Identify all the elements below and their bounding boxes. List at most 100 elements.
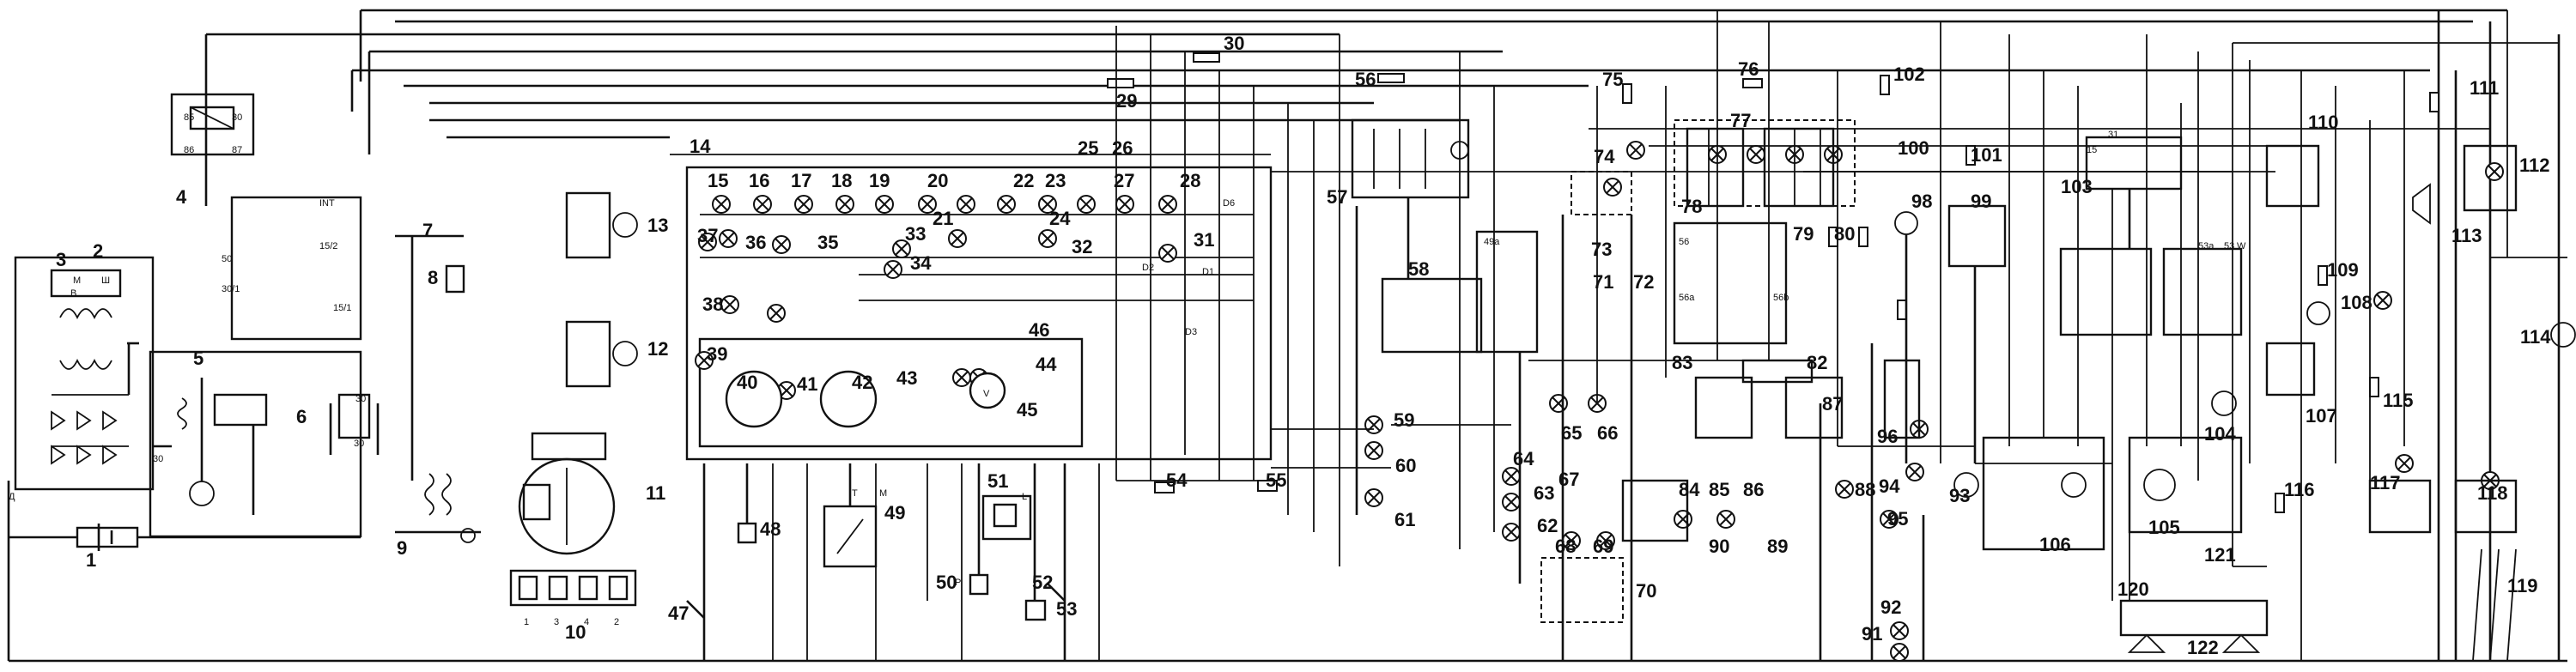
label-n40: 40 — [737, 372, 757, 393]
label-n34: 34 — [910, 252, 932, 274]
label-n78: 78 — [1681, 196, 1702, 217]
label-n88: 88 — [1855, 479, 1875, 500]
label-n50: 50 — [936, 572, 957, 593]
indicator-lamp-icon — [835, 195, 854, 214]
pin-label: M — [879, 488, 887, 499]
generator-assembly — [14, 256, 172, 491]
pin-label: 53 — [2224, 241, 2234, 251]
indicator-lamp-icon — [777, 381, 796, 400]
plug-number: 3 — [554, 617, 559, 627]
indicator-lamp-icon — [957, 195, 975, 214]
label-n46: 46 — [1029, 319, 1049, 341]
label-n1: 1 — [86, 549, 96, 571]
label-n86: 86 — [1743, 479, 1764, 500]
label-n35: 35 — [817, 232, 838, 253]
pin-label: 87 — [232, 145, 242, 155]
label-n12: 12 — [647, 338, 668, 360]
label-n121: 121 — [2204, 544, 2236, 566]
label-n2: 2 — [93, 240, 103, 262]
label-n61: 61 — [1394, 509, 1415, 530]
label-n56: 56 — [1355, 69, 1376, 90]
label-n42: 42 — [852, 372, 872, 393]
label-n49: 49 — [884, 502, 905, 524]
label-n47: 47 — [668, 602, 689, 624]
indicator-lamp-icon — [884, 260, 902, 279]
label-n69: 69 — [1593, 536, 1613, 557]
label-n75: 75 — [1602, 69, 1623, 90]
label-n91: 91 — [1862, 623, 1882, 645]
indicator-lamp-icon — [1880, 510, 1899, 529]
pin-label: 86 — [184, 145, 194, 155]
indicator-lamp-icon — [719, 229, 738, 248]
label-n92: 92 — [1880, 596, 1901, 618]
label-n83: 83 — [1672, 352, 1692, 373]
label-n73: 73 — [1591, 239, 1612, 260]
pump-104-105 — [2128, 390, 2243, 534]
indicator-lamp-icon — [695, 351, 714, 370]
label-n58: 58 — [1408, 258, 1429, 280]
label-n119: 119 — [2507, 575, 2538, 596]
label-n101: 101 — [1971, 144, 2002, 166]
gauge-40 — [725, 370, 783, 428]
indicator-lamp-icon — [1905, 463, 1924, 481]
indicator-lamp-icon — [1890, 643, 1909, 662]
indicator-lamp-icon — [1038, 229, 1057, 248]
motor-98-99 — [1894, 204, 2007, 463]
label-n82: 82 — [1807, 352, 1827, 373]
pin-label: 30 — [232, 112, 242, 123]
indicator-lamp-icon — [1502, 493, 1521, 512]
label-n76: 76 — [1738, 58, 1759, 80]
label-n3: 3 — [56, 249, 66, 270]
label-n52: 52 — [1032, 572, 1053, 593]
indicator-lamp-icon — [772, 235, 791, 254]
pin-label: 30 — [355, 394, 366, 404]
indicator-lamp-icon — [1596, 531, 1615, 550]
label-n115: 115 — [2383, 390, 2414, 411]
indicator-lamp-icon — [2395, 454, 2414, 473]
fuse-icon — [2318, 265, 2328, 286]
indicator-lamp-icon — [1364, 415, 1383, 434]
pin-label: D2 — [1142, 263, 1154, 273]
fuse-icon — [1880, 75, 1890, 95]
label-n72: 72 — [1633, 271, 1654, 293]
pin-label: D6 — [1223, 198, 1235, 209]
indicator-lamp-icon — [1364, 488, 1383, 507]
label-n77: 77 — [1730, 110, 1751, 131]
label-n51: 51 — [987, 470, 1008, 492]
switch-group-77 — [1674, 119, 1856, 208]
plug-number: 1 — [524, 617, 529, 627]
label-n27: 27 — [1114, 170, 1134, 191]
indicator-lamp-icon — [1502, 523, 1521, 542]
lamp-group-88-96 — [1819, 343, 1925, 661]
label-n43: 43 — [896, 367, 917, 389]
label-n71: 71 — [1593, 271, 1613, 293]
label-n84: 84 — [1679, 479, 1700, 500]
indicator-lamp-icon — [1674, 510, 1692, 529]
label-n10: 10 — [565, 621, 586, 643]
indicator-lamp-icon — [997, 195, 1016, 214]
label-n22: 22 — [1013, 170, 1034, 191]
indicator-lamp-icon — [1835, 480, 1854, 499]
pin-label: 30 — [153, 454, 163, 464]
pin-label: D1 — [1202, 267, 1214, 277]
gauge-42 — [819, 370, 878, 428]
label-n118: 118 — [2477, 482, 2508, 504]
label-n80: 80 — [1834, 223, 1855, 245]
label-n32: 32 — [1072, 236, 1092, 257]
indicator-lamp-icon — [720, 295, 739, 314]
label-n98: 98 — [1911, 191, 1932, 212]
label-n23: 23 — [1045, 170, 1066, 191]
indicator-lamp-icon — [767, 304, 786, 323]
pin-label: 56a — [1679, 293, 1695, 303]
label-n15: 15 — [708, 170, 728, 191]
label-n66: 66 — [1597, 422, 1618, 444]
indicator-lamp-icon — [918, 195, 937, 214]
label-n24: 24 — [1049, 208, 1071, 229]
distributor-11 — [518, 432, 616, 555]
pin-label: 56 — [1679, 237, 1689, 247]
label-n104: 104 — [2204, 423, 2236, 445]
label-n89: 89 — [1767, 536, 1788, 557]
wire-drops — [772, 10, 2405, 661]
